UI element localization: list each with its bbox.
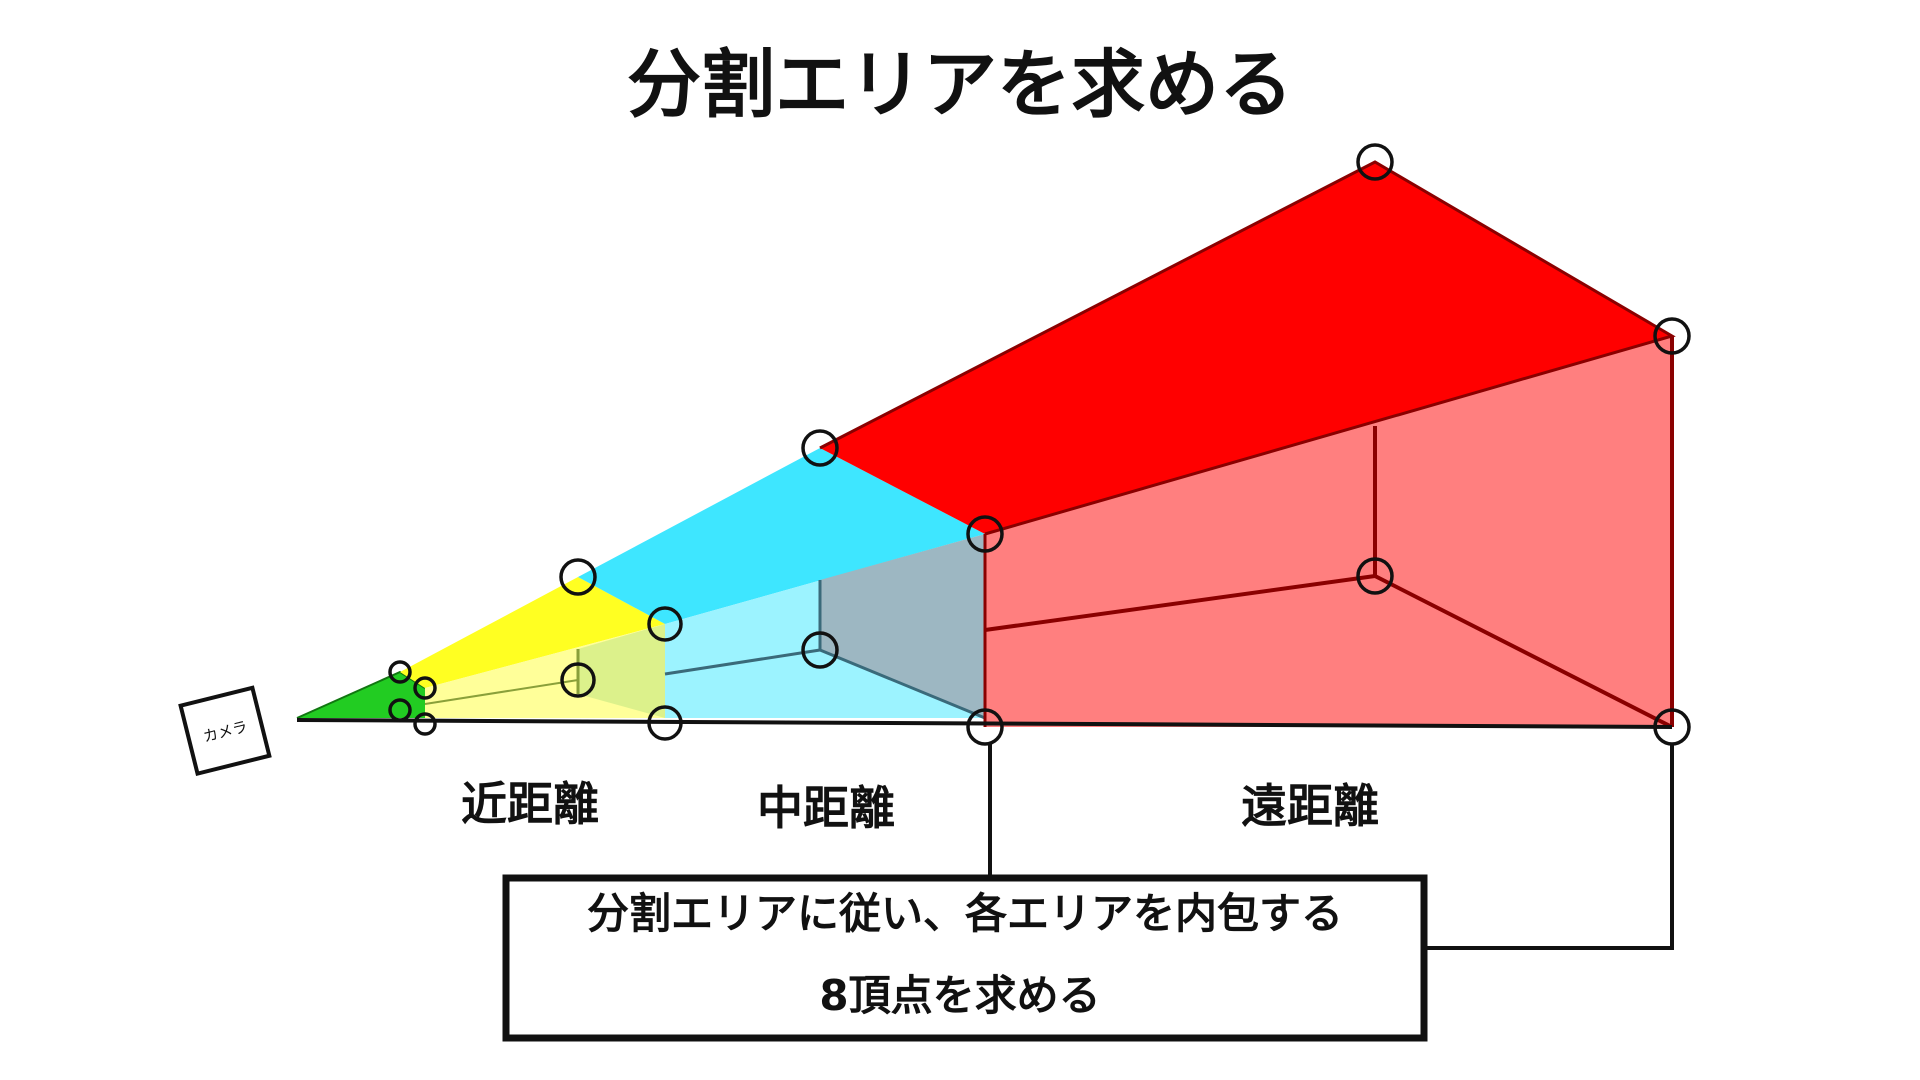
- camera: カメラ: [178, 685, 272, 777]
- far-section: [819, 160, 1676, 729]
- near-section-back-face: [578, 624, 665, 718]
- far-section-side-face: [985, 336, 1672, 727]
- far-section-top-face: [820, 162, 1672, 534]
- near-section: [400, 577, 665, 718]
- vertex-marker: [647, 705, 683, 741]
- mid-section-inner-edge: [819, 648, 986, 720]
- vertex-marker: [1356, 143, 1394, 181]
- vertex-marker: [966, 515, 1004, 553]
- mid-section-back-face: [820, 534, 985, 718]
- area-label-mid: 中距離: [757, 781, 895, 835]
- vertex-marker: [801, 631, 839, 669]
- far-section-inner-edge: [1374, 574, 1673, 729]
- callout-line-2: 8頂点を求める: [819, 971, 1100, 1020]
- callout-line-1: 分割エリアに従い、各エリアを内包する: [587, 889, 1343, 938]
- vertex-marker: [388, 660, 412, 684]
- vertex-marker: [388, 698, 412, 722]
- near-section-inner-edge: [424, 679, 579, 705]
- ground-line: [296, 718, 1673, 729]
- callout-box: [502, 874, 1428, 1042]
- diagram-title: 分割エリアを求める: [627, 42, 1293, 128]
- callout-connector: [1425, 744, 1674, 950]
- camera-icon: [178, 685, 272, 777]
- area-label-near: 近距離: [461, 777, 599, 831]
- vertex-marker: [1653, 317, 1691, 355]
- closest-section-fill: [297, 672, 425, 718]
- vertex-marker: [560, 662, 596, 698]
- vertex-marker: [801, 429, 839, 467]
- vertex-marker: [966, 708, 1004, 746]
- mid-section-inner-edge: [664, 648, 821, 676]
- vertex-marker: [413, 712, 437, 736]
- vertex-marker: [647, 606, 683, 642]
- vertex-markers: [388, 143, 1691, 746]
- mid-section-top-face: [578, 448, 985, 624]
- vertex-marker: [413, 676, 437, 700]
- vertex-marker: [1356, 557, 1394, 595]
- far-section-edge: [819, 160, 1676, 536]
- vertex-marker: [559, 558, 597, 596]
- mid-section: [578, 448, 986, 720]
- far-section-inner-edge: [984, 574, 1376, 632]
- near-section-top-face: [400, 577, 665, 688]
- area-label-far: 遠距離: [1241, 779, 1379, 833]
